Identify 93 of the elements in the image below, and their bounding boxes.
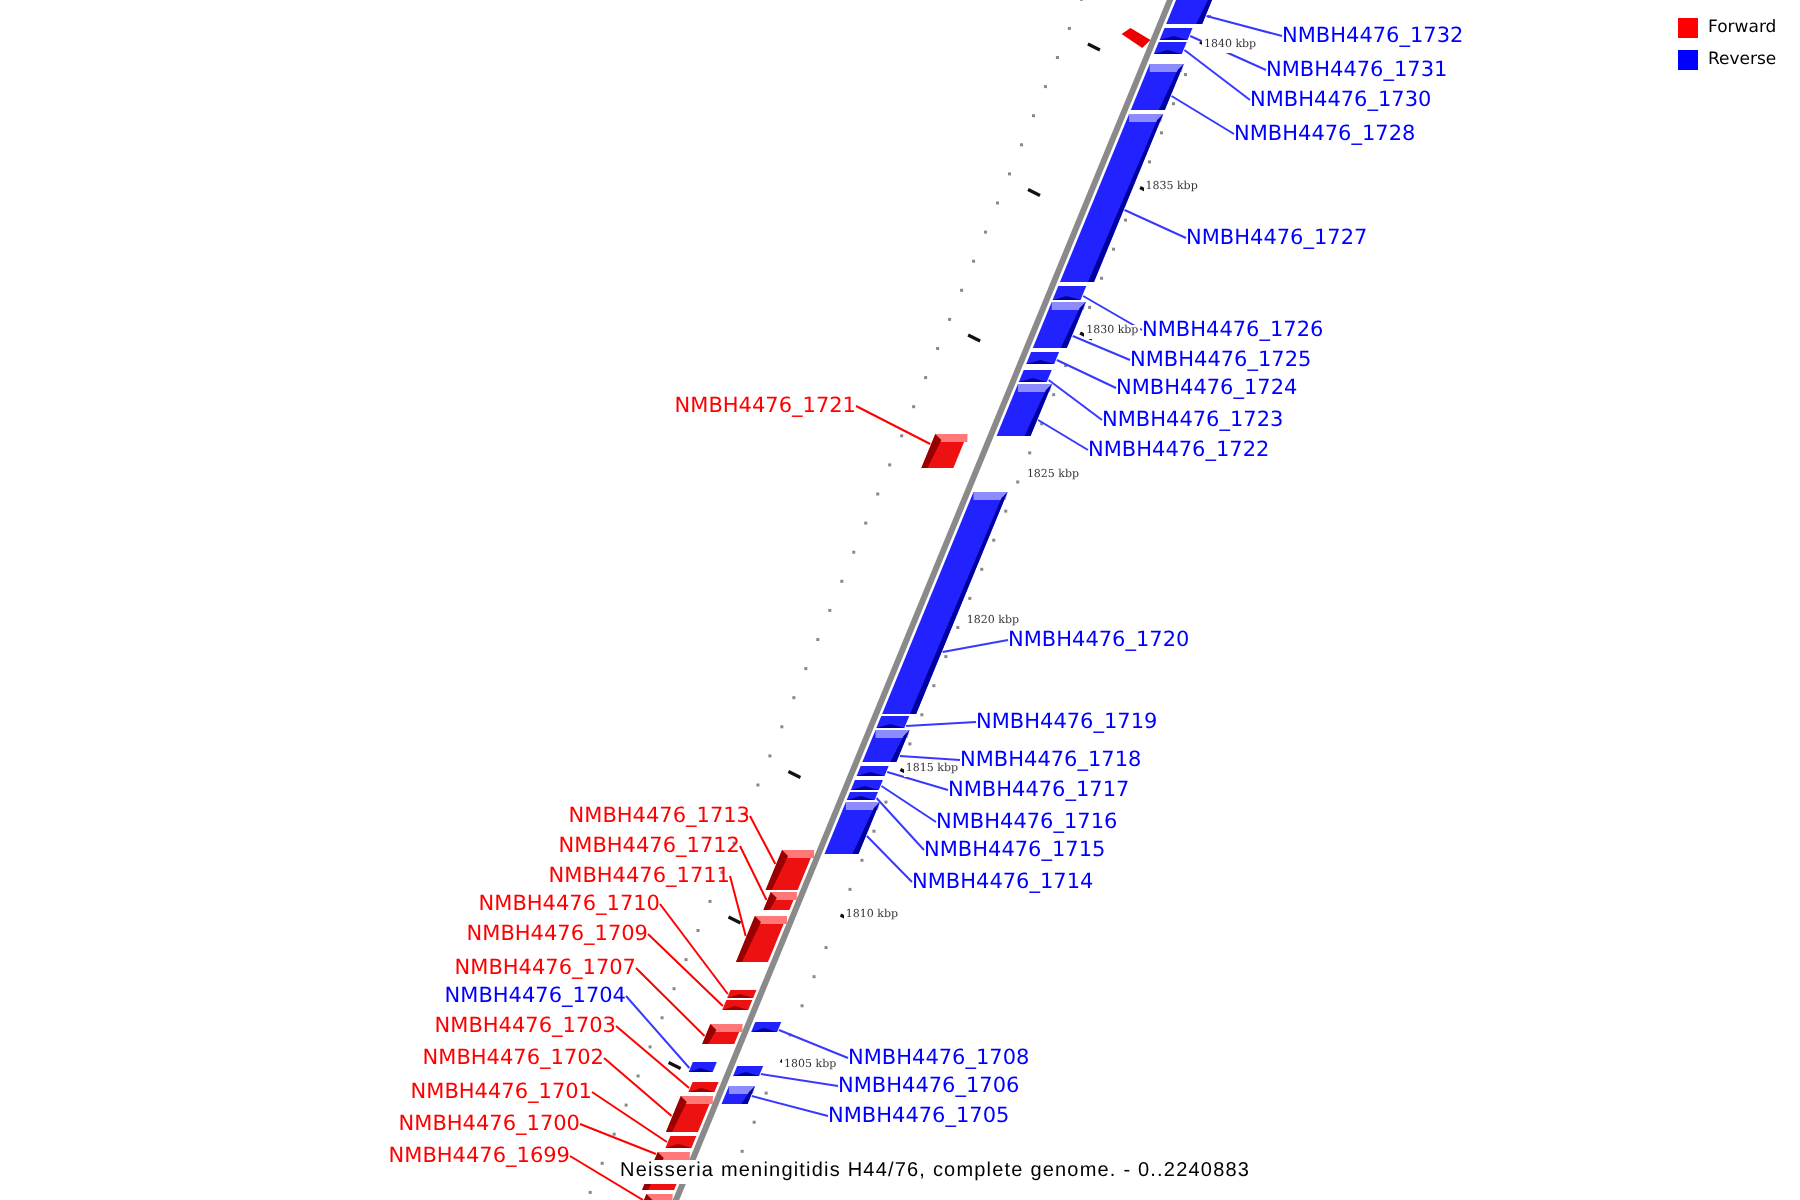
- leader-line: [603, 1057, 673, 1117]
- leader-line: [1047, 379, 1103, 421]
- leader-line: [1170, 95, 1235, 135]
- gene-label: NMBH4476_1723: [1102, 408, 1284, 432]
- gene-label: NMBH4476_1699: [388, 1144, 570, 1168]
- gene-label: NMBH4476_1727: [1186, 226, 1368, 250]
- gene-label: NMBH4476_1714: [912, 870, 1094, 894]
- leader-line: [659, 903, 729, 995]
- gene-label: NMBH4476_1701: [410, 1080, 592, 1104]
- gene-segment: [856, 766, 889, 776]
- gene-label: NMBH4476_1704: [444, 984, 626, 1008]
- leader-line: [579, 1123, 657, 1155]
- gene-label: NMBH4476_1706: [838, 1074, 1020, 1098]
- gene-label: NMBH4476_1726: [1142, 318, 1324, 342]
- gene-segment: [1052, 286, 1087, 300]
- leader-line: [625, 995, 691, 1069]
- leader-line: [941, 639, 1009, 653]
- leader-line: [875, 797, 925, 851]
- leader-line: [591, 1091, 668, 1143]
- leader-line: [905, 721, 977, 727]
- caption: Neisseria meningitidis H44/76, complete genome. - 0..2240883: [620, 1160, 1251, 1184]
- leader-line: [739, 845, 768, 901]
- leader-line: [750, 1095, 829, 1117]
- gene-segment: [876, 716, 910, 728]
- leader-line: [729, 875, 747, 937]
- gene-segment: [727, 990, 757, 998]
- leader-line: [647, 933, 724, 1007]
- leader-line: [855, 405, 932, 445]
- gene-segment: [702, 1024, 743, 1044]
- legend-label: Forward: [1708, 18, 1777, 38]
- leader-line: [635, 967, 706, 1037]
- gene-label: NMBH4476_1715: [924, 838, 1106, 862]
- gene-label: NMBH4476_1705: [828, 1104, 1010, 1128]
- gene-segment: [639, 1194, 673, 1200]
- gene-label: NMBH4476_1722: [1088, 438, 1270, 462]
- gene-label: NMBH4476_1711: [548, 864, 730, 888]
- gene-label: NMBH4476_1712: [558, 834, 740, 858]
- gene-label: NMBH4476_1731: [1266, 58, 1448, 82]
- gene-segment: [763, 892, 797, 910]
- gene-label: NMBH4476_1700: [398, 1112, 580, 1136]
- leader-line: [1071, 335, 1131, 361]
- gene-segment: [688, 1082, 719, 1092]
- gene-label: NMBH4476_1725: [1130, 348, 1312, 372]
- leader-line: [865, 835, 913, 883]
- gene-segment: [1159, 28, 1193, 40]
- leader-line: [1037, 419, 1089, 451]
- gene-segment: [736, 916, 787, 962]
- gene-label: NMBH4476_1732: [1282, 24, 1464, 48]
- gene-segment: [850, 780, 883, 790]
- gene-segment: [1166, 0, 1217, 24]
- leader-line: [778, 1029, 849, 1059]
- gene-label: NMBH4476_1724: [1116, 376, 1298, 400]
- leader-line: [1055, 359, 1117, 389]
- gene-segment: [688, 1062, 717, 1072]
- gene-segment: [1026, 352, 1060, 364]
- leader-line: [615, 1025, 691, 1089]
- leader-line: [886, 771, 949, 791]
- gene-label: NMBH4476_1720: [1008, 628, 1190, 652]
- gene-label: NMBH4476_1709: [466, 922, 648, 946]
- leader-line: [880, 785, 937, 823]
- leader-line: [569, 1155, 644, 1200]
- leader-line: [1123, 209, 1187, 239]
- gene-label: NMBH4476_1713: [568, 804, 750, 828]
- gene-label: NMBH4476_1707: [454, 956, 636, 980]
- gene-segment: [1018, 370, 1052, 382]
- gene-label: NMBH4476_1708: [848, 1046, 1030, 1070]
- gene-segment: [1153, 42, 1187, 54]
- gene-segment: [921, 434, 968, 468]
- leader-line: [1183, 49, 1251, 101]
- gene-label: NMBH4476_1717: [948, 778, 1130, 802]
- leader-line: [759, 1073, 839, 1087]
- gene-segment: [722, 1000, 753, 1010]
- gene-segment: [751, 1022, 782, 1032]
- gene-segment: [846, 792, 878, 800]
- gene-segment: [1130, 64, 1184, 110]
- gene-label: NMBH4476_1728: [1234, 122, 1416, 146]
- leader-line: [749, 815, 777, 865]
- legend-label: Reverse: [1708, 50, 1777, 70]
- gene-label: NMBH4476_1702: [422, 1046, 604, 1070]
- gene-label: NMBH4476_1716: [936, 810, 1118, 834]
- gene-label: NMBH4476_1703: [434, 1014, 616, 1038]
- gene-label: NMBH4476_1721: [674, 394, 856, 418]
- leader-line: [1205, 15, 1283, 37]
- leader-line: [898, 755, 961, 761]
- gene-segment: [721, 1086, 755, 1104]
- gene-segment: [665, 1136, 697, 1148]
- gene-label: NMBH4476_1719: [976, 710, 1158, 734]
- gene-segment: [733, 1066, 764, 1076]
- gene-label: NMBH4476_1718: [960, 748, 1142, 772]
- gene-segment: [666, 1096, 713, 1132]
- leader-line: [1082, 295, 1143, 331]
- gene-label: NMBH4476_1710: [478, 892, 660, 916]
- gene-label: NMBH4476_1730: [1250, 88, 1432, 112]
